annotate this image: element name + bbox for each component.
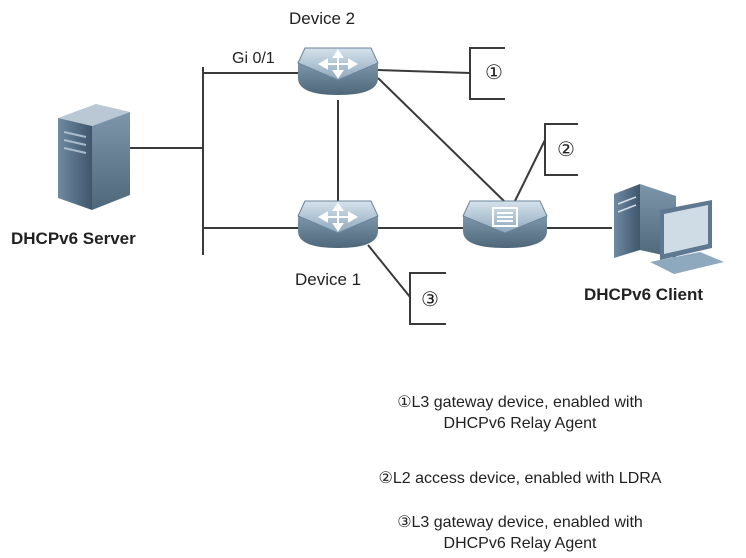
client-pc-icon[interactable] <box>614 184 724 274</box>
device1-router-icon[interactable] <box>297 200 379 248</box>
legend-item-2: ②L2 access device, enabled with LDRA <box>300 468 740 489</box>
device1-network3-line <box>367 244 411 298</box>
network-3-marker: ③ <box>421 289 439 311</box>
network-2-marker: ② <box>557 139 575 161</box>
access-switch-icon[interactable] <box>462 200 548 248</box>
port-label: Gi 0/1 <box>232 50 275 67</box>
legend-item-3: ③L3 gateway device, enabled with DHCPv6 … <box>300 512 740 554</box>
legend-item-1-line1: ①L3 gateway device, enabled with <box>397 394 643 411</box>
network-1-bracket <box>469 47 505 100</box>
device2-network1-line <box>377 69 471 74</box>
device2-access-line <box>377 77 506 203</box>
legend-item-3-line1: ③L3 gateway device, enabled with <box>397 514 643 531</box>
network-3-bracket <box>409 272 446 325</box>
legend-item-1: ①L3 gateway device, enabled with DHCPv6 … <box>300 392 740 434</box>
device2-router-icon[interactable] <box>297 47 379 95</box>
device1-label: Device 1 <box>295 270 362 289</box>
server-tower-icon[interactable] <box>58 104 130 210</box>
device2-label: Device 2 <box>289 9 356 28</box>
server-label: DHCPv6 Server <box>11 229 136 248</box>
legend-item-1-line2: DHCPv6 Relay Agent <box>443 415 597 432</box>
legend-item-3-line2: DHCPv6 Relay Agent <box>443 535 597 552</box>
access-network2-line <box>512 139 546 206</box>
network-1-marker: ① <box>485 62 503 84</box>
legend-item-2-line1: ②L2 access device, enabled with LDRA <box>378 470 662 487</box>
client-label: DHCPv6 Client <box>584 285 704 304</box>
network-2-bracket <box>544 123 578 176</box>
